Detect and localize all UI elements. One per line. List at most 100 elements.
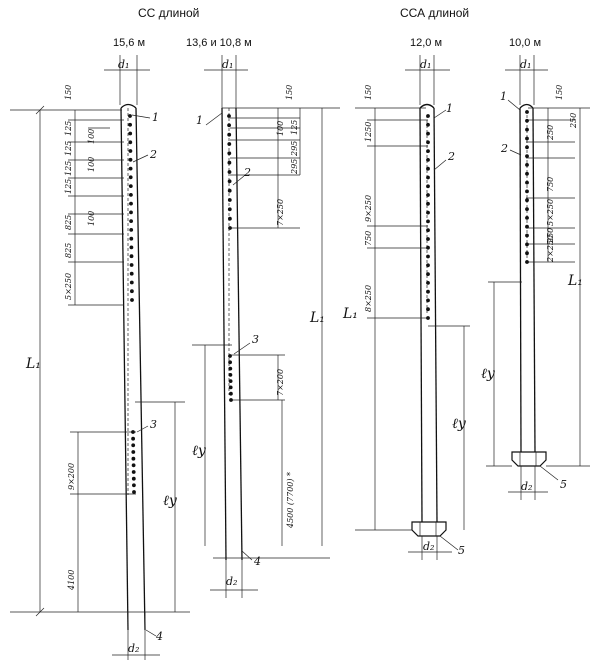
rebar-dot: [128, 131, 133, 136]
rebar-dot: [426, 114, 430, 118]
rebar-dot: [129, 193, 133, 197]
rebar-dot: [129, 219, 134, 224]
rebar-dot: [132, 483, 136, 488]
callout-4: 4: [253, 555, 261, 568]
rebar-dot: [525, 233, 529, 238]
callout-2: 2: [500, 142, 508, 155]
dim-2x250: 2×250: [546, 235, 555, 263]
rebar-dot: [426, 140, 430, 145]
rebar-dot: [426, 166, 430, 171]
rebar-dot: [228, 360, 233, 365]
d1-label: d₁: [520, 58, 531, 71]
rebar-dot: [131, 436, 136, 441]
rebar-dot: [131, 456, 136, 461]
dim-125: 125: [290, 120, 299, 135]
rebar-dot: [426, 316, 430, 320]
dim-250-c: 250: [546, 228, 555, 244]
dim-250-b: 250: [546, 125, 555, 141]
length-label-cca-12: 12,0 м: [410, 37, 442, 49]
rebar-dot: [525, 242, 529, 247]
rebar-dot: [525, 163, 529, 167]
rebar-dot: [525, 127, 529, 132]
rebar-dot: [131, 450, 136, 454]
rebar-dot: [228, 385, 233, 390]
callout-5: 5: [560, 478, 567, 491]
callout-1: 1: [500, 90, 507, 103]
d2-label: d₂: [128, 642, 139, 655]
pillar-cc-13-6: d₁ L₁ 150 125 100 295 295 7×250 1 2: [192, 55, 340, 598]
dim-4100: 4100: [67, 570, 76, 591]
rebar-dot: [130, 298, 134, 302]
rebar-dot: [525, 154, 529, 159]
length-symbol-L1: L₁: [342, 306, 358, 322]
rebar-dot: [525, 110, 529, 114]
rebar-dot: [132, 490, 136, 494]
rebar-dot: [227, 132, 232, 137]
dim-5x250: 5×250: [64, 273, 73, 300]
rebar-dot: [426, 237, 430, 241]
rebar-dot: [128, 166, 133, 171]
rebar-dot: [227, 151, 232, 156]
rebar-dot: [131, 430, 135, 434]
dim-1250: 1250: [364, 122, 373, 142]
rebar-dot: [227, 207, 232, 212]
rebar-dot: [525, 224, 529, 229]
rebar-dot: [229, 391, 233, 396]
rebar-dot: [227, 179, 232, 184]
rebar-dot: [228, 216, 232, 221]
dim-150: 150: [285, 85, 294, 100]
callout-2: 2: [243, 166, 251, 179]
rebar-dot: [131, 476, 136, 481]
dim-250-a: 250: [569, 113, 578, 129]
dim-125-a: 125: [64, 121, 73, 136]
rebar-dot: [426, 149, 430, 154]
rebar-dot: [426, 175, 430, 180]
length-symbol-L1: L₁: [25, 356, 41, 372]
dim-8x250: 8×250: [364, 285, 373, 312]
dim-9x200: 9×200: [67, 463, 76, 490]
header-cca: ССА длиной: [400, 6, 469, 20]
rebar-dot: [227, 142, 232, 146]
dim-7x200: 7×200: [276, 369, 285, 396]
rebar-dot: [129, 210, 133, 215]
rebar-dot: [426, 201, 430, 206]
rebar-dot: [129, 236, 134, 241]
rebar-dot: [128, 140, 133, 145]
rebar-dot: [426, 158, 430, 162]
dim-825-a: 825: [64, 215, 73, 230]
rebar-dot: [129, 254, 134, 259]
rebar-dot: [426, 131, 430, 136]
pillar-cca-10: d₁ L₁ 150 250 250 750 5×250 250 2×250: [481, 55, 590, 500]
rebar-dot: [426, 228, 430, 233]
rebar-dot: [227, 114, 231, 118]
dim-125-b: 125: [64, 141, 73, 156]
rebar-dot: [129, 280, 134, 285]
rebar-dot: [227, 123, 232, 128]
length-label-cca-10: 10,0 м: [509, 37, 541, 49]
dim-295-b: 295: [290, 159, 299, 175]
dim-125-c: 125: [64, 161, 73, 176]
dim-125-d: 125: [64, 179, 73, 194]
dim-750: 750: [546, 177, 555, 192]
pillar-cca-12: d₁ L₁ 150 1250 9×250 750 8×250 1 2: [342, 55, 470, 560]
length-symbol-L1: L₁: [567, 273, 583, 289]
dim-100: 100: [276, 121, 285, 136]
rebar-dot: [426, 298, 430, 303]
rebar-dot: [426, 272, 430, 276]
callout-3: 3: [252, 333, 259, 346]
dim-295-a: 295: [290, 141, 299, 157]
rebar-dot: [228, 226, 232, 230]
rebar-dot: [228, 373, 233, 377]
rebar-dot: [525, 216, 529, 220]
rebar-dot: [228, 379, 233, 383]
rebar-dot: [131, 443, 136, 448]
rebar-dot: [426, 184, 430, 189]
embed-symbol-ly: ℓу: [481, 366, 496, 382]
rebar-dot: [228, 366, 233, 371]
rebar-dot: [228, 354, 232, 358]
length-label-cc-13-6: 13,6 и 10,8 м: [186, 37, 252, 49]
rebar-dot: [525, 180, 529, 185]
rebar-dot: [227, 198, 232, 202]
rebar-dot: [426, 289, 430, 294]
